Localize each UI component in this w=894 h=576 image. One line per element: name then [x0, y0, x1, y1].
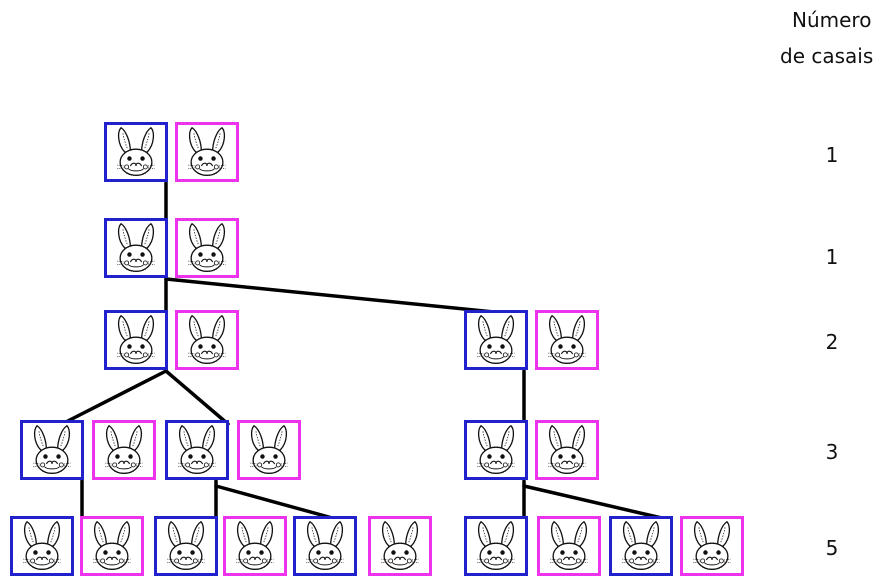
header-line-2: de casais — [780, 44, 873, 68]
rabbit-box-blue — [466, 422, 527, 479]
header-line-1: Número — [792, 8, 871, 32]
rabbit-box-blue — [106, 124, 167, 181]
count-generation-5: 5 — [812, 536, 852, 560]
rabbit-box-blue — [22, 422, 83, 479]
count-generation-3: 2 — [812, 330, 852, 354]
connector-line — [166, 371, 228, 424]
rabbit-box-blue — [167, 422, 228, 479]
rabbit-box-blue — [12, 518, 73, 575]
rabbit-box-blue — [106, 312, 167, 369]
rabbit-box-blue — [295, 518, 356, 575]
count-generation-1: 1 — [812, 143, 852, 167]
count-generation-4: 3 — [812, 440, 852, 464]
rabbit-box-pink — [539, 518, 600, 575]
rabbit-box-pink — [177, 220, 238, 277]
rabbit-box-blue — [611, 518, 672, 575]
rabbit-boxes — [12, 124, 743, 575]
rabbit-box-pink — [82, 518, 143, 575]
rabbit-box-pink — [94, 422, 155, 479]
connector-line — [524, 486, 666, 519]
connector-line — [60, 371, 166, 425]
rabbit-box-pink — [537, 312, 598, 369]
rabbit-box-pink — [177, 312, 238, 369]
rabbit-box-pink — [177, 124, 238, 181]
rabbit-box-pink — [370, 518, 431, 575]
rabbit-box-blue — [466, 518, 527, 575]
rabbit-box-pink — [239, 422, 300, 479]
rabbit-box-blue — [466, 312, 527, 369]
connector-line — [166, 279, 524, 315]
rabbit-box-pink — [682, 518, 743, 575]
count-generation-2: 1 — [812, 245, 852, 269]
rabbit-box-pink — [225, 518, 286, 575]
rabbit-box-pink — [537, 422, 598, 479]
connector-line — [216, 486, 336, 519]
rabbit-box-blue — [156, 518, 217, 575]
rabbit-box-blue — [106, 220, 167, 277]
